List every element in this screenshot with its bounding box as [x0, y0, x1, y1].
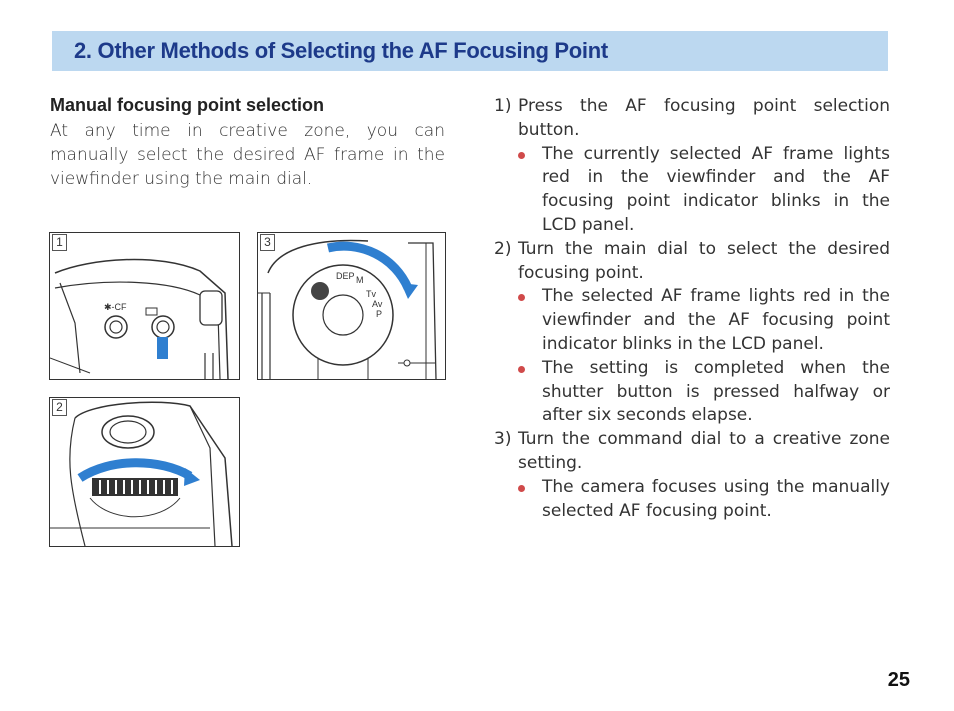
step-2-bullet-2: The setting is completed when the shutte… — [494, 357, 890, 428]
section-heading: Manual focusing point selection — [50, 95, 325, 115]
figure-2: 2 — [49, 397, 240, 547]
intro-paragraph: At any time in creative zone, you can ma… — [50, 121, 445, 189]
figure-3-illustration — [258, 239, 437, 379]
step-2: 2) Turn the main dial to select the desi… — [494, 238, 890, 286]
figure-1-label: ✱-CF — [104, 302, 127, 312]
title-banner: 2. Other Methods of Selecting the AF Foc… — [52, 31, 888, 71]
steps-list: 1) Press the AF focusing point selection… — [494, 95, 890, 523]
dial-label-av: Av — [372, 299, 383, 309]
step-3: 3) Turn the command dial to a creative z… — [494, 428, 890, 476]
step-3-bullet-1: The camera focuses using the manually se… — [494, 476, 890, 524]
figure-2-illustration — [50, 401, 233, 546]
figure-1-illustration — [50, 258, 229, 379]
bullet-dot — [518, 365, 525, 373]
step-1: 1) Press the AF focusing point selection… — [494, 95, 890, 143]
figure-1: ✱-CF 1 — [49, 232, 240, 380]
dial-label-p: P — [376, 309, 383, 319]
step-2-text: Turn the main dial to select the desired… — [518, 238, 890, 283]
figure-3-number: 3 — [260, 234, 275, 251]
figure-1-number: 1 — [52, 234, 67, 251]
figure-3: DEP Tv P M Av 3 — [257, 232, 446, 380]
step-2-bullet-1: The selected AF frame lights red in the … — [494, 285, 890, 356]
step-1-bullet-1: The currently selected AF frame lights r… — [494, 143, 890, 238]
step-1-text: Press the AF focusing point selection bu… — [518, 96, 890, 140]
dial-label-dep: DEP — [336, 271, 355, 281]
page-number: 25 — [887, 669, 910, 691]
step-2-number: 2) — [494, 238, 512, 259]
step-3-number: 3) — [494, 429, 512, 450]
bullet-dot — [518, 151, 525, 159]
figure-2-number: 2 — [52, 399, 67, 416]
step-3-text: Turn the command dial to a creative zone… — [518, 429, 890, 473]
dial-label-m: M — [356, 275, 364, 285]
dial-label-tv: Tv — [366, 289, 376, 299]
step-1-number: 1) — [494, 96, 512, 116]
page-title: 2. Other Methods of Selecting the AF Foc… — [74, 38, 608, 63]
bullet-dot — [518, 484, 525, 492]
bullet-dot — [518, 294, 525, 302]
